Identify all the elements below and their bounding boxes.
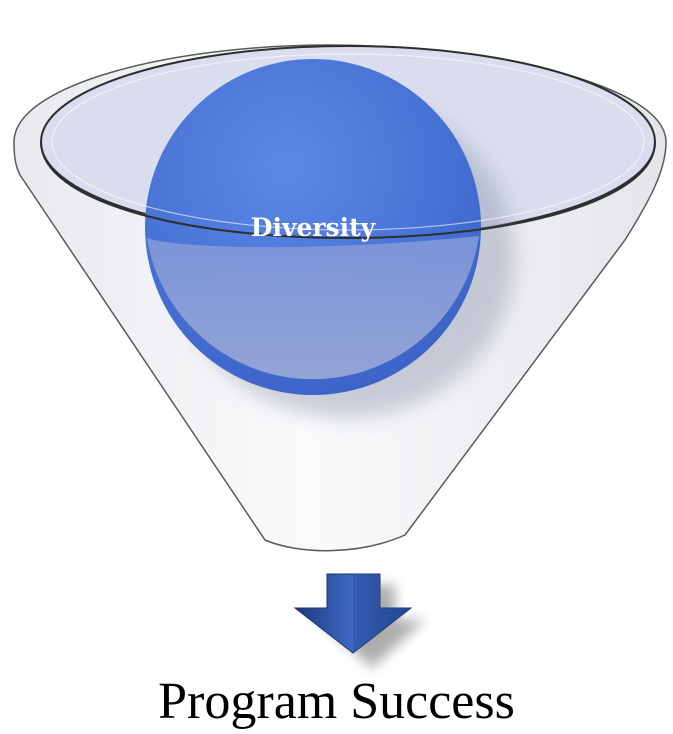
program-success-label: Program Success	[158, 673, 515, 730]
diversity-label: Diversity	[251, 213, 377, 242]
funnel-rim-inner	[51, 53, 645, 231]
arrow-highlight	[353, 574, 411, 653]
diversity-ball-lower	[147, 236, 479, 380]
funnel-rim-front	[40, 141, 656, 240]
